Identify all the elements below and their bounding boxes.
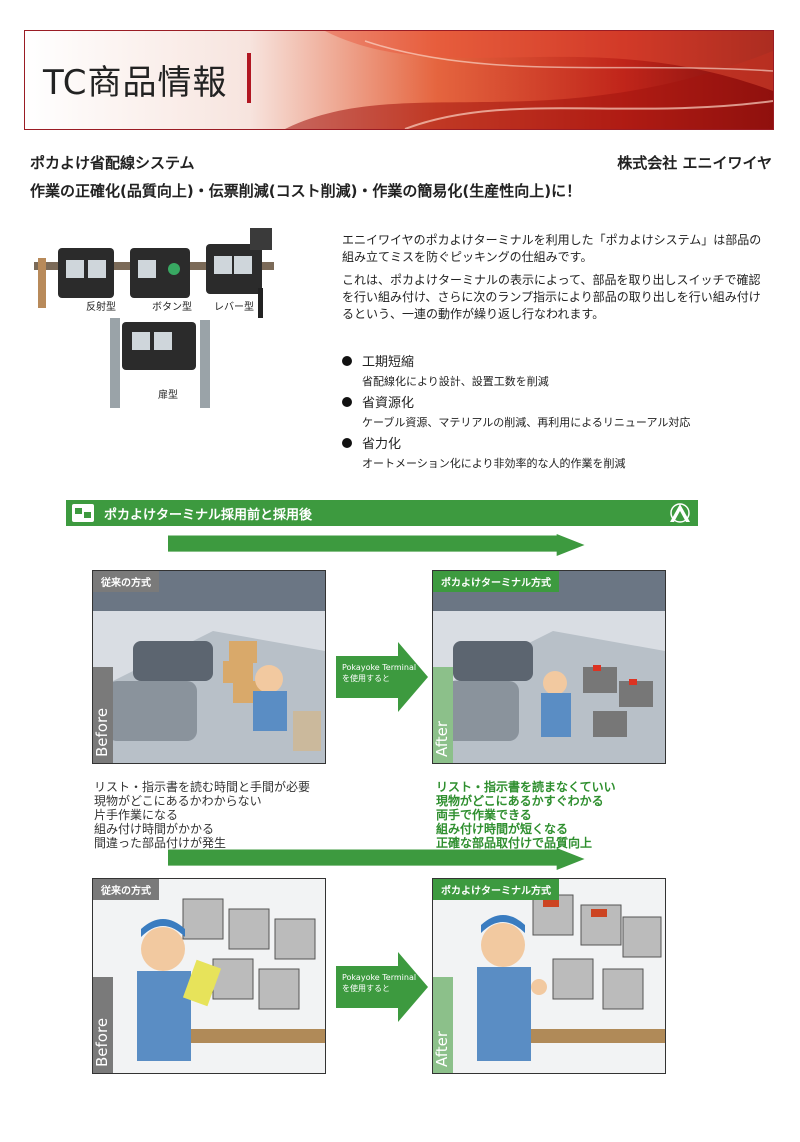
label-reflective: 反射型 — [86, 302, 116, 313]
scene1-arrow-text: Pokayoke Terminal を使用すると — [342, 662, 416, 684]
scene1-before-panel: 従来の方式 Before — [92, 570, 326, 764]
scene2-after-panel: ポカよけターミナル方式 After — [432, 878, 666, 1074]
scene2-arrow-text: Pokayoke Terminal を使用すると — [342, 972, 416, 994]
benefit-title-text: 省資源化 — [362, 396, 415, 411]
list-item: リスト・指示書を読む時間と手間が必要 — [94, 780, 311, 794]
label-button: ボタン型 — [152, 302, 192, 313]
scene1-before-caption: 従来の方式 — [93, 571, 159, 592]
anywire-logo-icon — [670, 503, 690, 523]
terminal-products-image — [34, 228, 274, 408]
list-item: 組み付け時間がかかる — [94, 822, 215, 836]
benefit-title-2: 省資源化 — [342, 392, 772, 411]
scene1-before-illustration — [93, 571, 325, 763]
scene2-before-label: Before — [93, 1017, 111, 1067]
compare-icon — [72, 504, 94, 522]
scene2-after-caption: ポカよけターミナル方式 — [433, 879, 559, 900]
banner-title: TC商品情報 — [43, 63, 228, 103]
scene1-after-points: リスト・指示書を読まなくていい 現物がどこにあるかすぐわかる 両手で作業できる … — [436, 780, 616, 850]
intro-paragraph-1: エニイワイヤのポカよけターミナルを利用した「ポカよけシステム」は部品の組み立てミ… — [342, 233, 762, 264]
scene1-after-panel: ポカよけターミナル方式 After — [432, 570, 666, 764]
benefit-desc-2: ケーブル資源、マテリアルの削減、再利用によるリニューアル対応 — [362, 416, 691, 429]
list-item: 現物がどこにあるかすぐわかる — [436, 794, 604, 808]
scene1-after-tab: After — [433, 667, 453, 763]
scene2-arrow-bar — [168, 848, 585, 870]
tagline: 作業の正確化(品質向上)・伝票削減(コスト削減)・作業の簡易化(生産性向上)に！ — [30, 182, 582, 200]
scene2-before-tab: Before — [93, 977, 113, 1073]
scene2-after-illustration — [433, 879, 665, 1073]
benefit-title-text: 省力化 — [362, 437, 402, 452]
scene2-after-tab: After — [433, 977, 453, 1073]
bullet-icon — [342, 396, 352, 407]
scene1-arrow-jp: を使用すると — [342, 674, 390, 683]
list-item: 片手作業になる — [94, 808, 179, 822]
banner-swirl-graphic — [25, 31, 773, 129]
list-item: 現物がどこにあるかわからない — [94, 794, 262, 808]
list-item: リスト・指示書を読まなくていい — [436, 780, 616, 794]
section-banner: ポカよけターミナル採用前と採用後 — [66, 500, 698, 526]
scene2-before-caption: 従来の方式 — [93, 879, 159, 900]
header-banner: TC商品情報 — [24, 30, 774, 130]
scene1-arrow-en: Pokayoke Terminal — [342, 663, 417, 672]
company-name: 株式会社 エニイワイヤ — [617, 154, 772, 172]
intro-paragraph-2: これは、ポカよけターミナルの表示によって、部品を取り出しスイッチで確認を行い組み… — [342, 273, 761, 321]
scene2-before-illustration — [93, 879, 325, 1073]
scene2-arrow-en: Pokayoke Terminal — [342, 973, 417, 982]
banner-accent-bar — [247, 53, 251, 103]
scene2-arrow-jp: を使用すると — [342, 984, 390, 993]
scene1-middle-arrow: Pokayoke Terminal を使用すると — [336, 642, 428, 712]
scene1-after-label: After — [433, 720, 451, 757]
list-item: 正確な部品取付けで品質向上 — [436, 836, 593, 850]
bullet-icon — [342, 355, 352, 366]
list-item: 両手で作業できる — [436, 808, 532, 822]
list-item: 間違った部品付けが発生 — [94, 836, 227, 850]
benefit-desc-3: オートメーション化により非効率的な人的作業を削減 — [362, 457, 626, 470]
label-door: 扉型 — [158, 390, 178, 401]
scene2-middle-arrow: Pokayoke Terminal を使用すると — [336, 952, 428, 1022]
section-title: ポカよけターミナル採用前と採用後 — [104, 508, 313, 523]
scene1-arrow-bar — [168, 534, 585, 556]
benefit-title-1: 工期短縮 — [342, 351, 772, 370]
scene2-before-panel: 従来の方式 Before — [92, 878, 326, 1074]
scene1-after-caption: ポカよけターミナル方式 — [433, 571, 559, 592]
intro-text: エニイワイヤのポカよけターミナルを利用した「ポカよけシステム」は部品の組み立てミ… — [342, 232, 772, 329]
scene1-before-points: リスト・指示書を読む時間と手間が必要 現物がどこにあるかわからない 片手作業にな… — [94, 780, 310, 850]
product-name: ポカよけ省配線システム — [30, 154, 195, 172]
benefit-title-text: 工期短縮 — [362, 355, 415, 370]
scene1-after-illustration — [433, 571, 665, 763]
scene1-before-tab: Before — [93, 667, 113, 763]
scene2-after-label: After — [433, 1030, 451, 1067]
label-lever: レバー型 — [214, 302, 254, 313]
benefit-desc-1: 省配線化により設計、設置工数を削減 — [362, 375, 549, 388]
scene1-before-label: Before — [93, 707, 111, 757]
list-item: 組み付け時間が短くなる — [436, 822, 569, 836]
bullet-icon — [342, 437, 352, 448]
benefit-title-3: 省力化 — [342, 433, 772, 452]
product-photos: 反射型 ボタン型 レバー型 扉型 — [30, 228, 280, 418]
benefit-list: 工期短縮 省配線化により設計、設置工数を削減 省資源化 ケーブル資源、マテリアル… — [342, 348, 772, 473]
